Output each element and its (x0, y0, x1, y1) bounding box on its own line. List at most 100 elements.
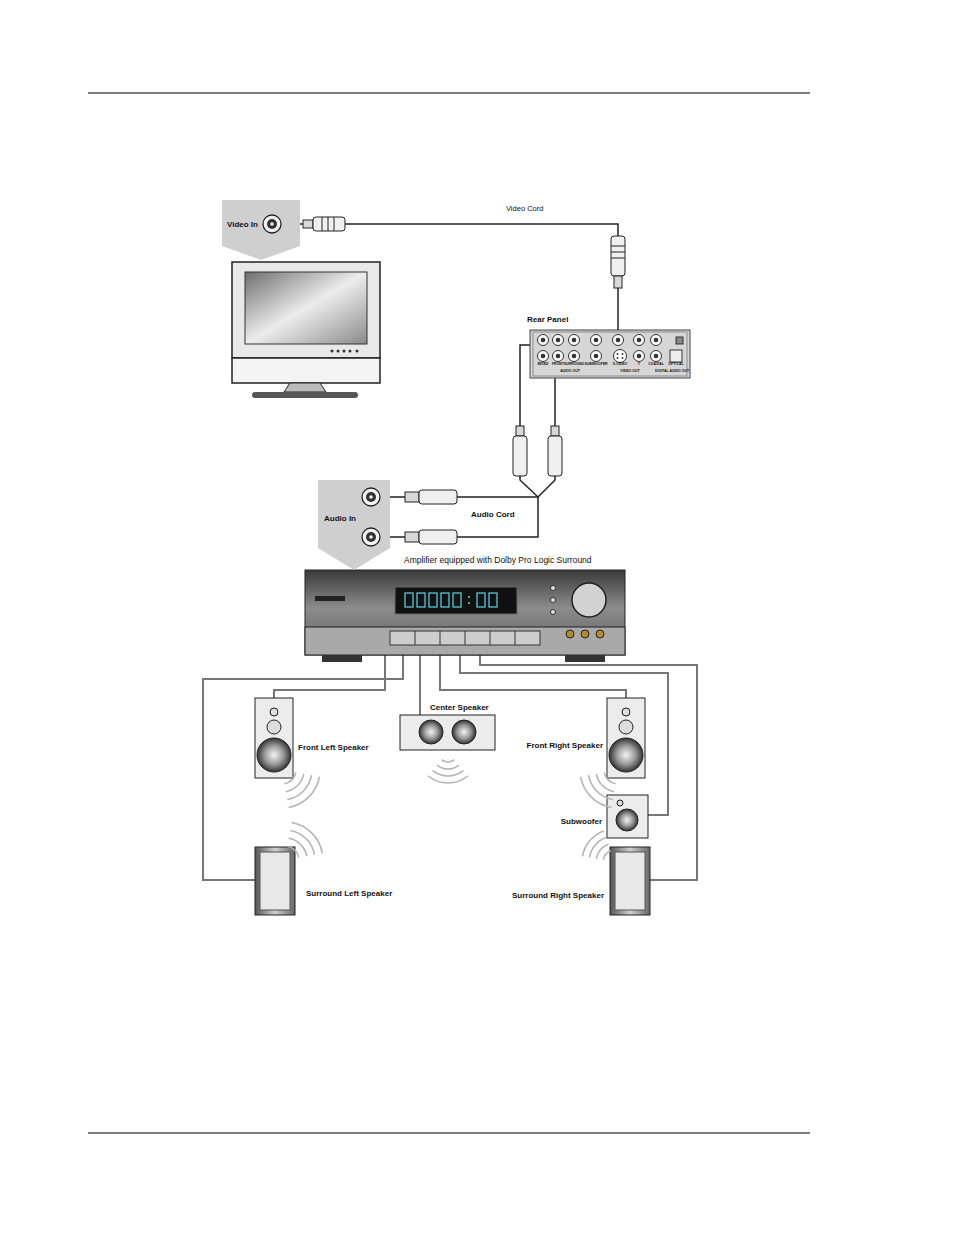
rear-panel (553, 335, 564, 346)
speaker-cabinet (260, 852, 290, 910)
sound-wave (604, 772, 615, 783)
audio-plug (548, 436, 562, 476)
input-jack (369, 535, 373, 539)
rear-panel (538, 335, 549, 346)
speaker-cabinet (270, 708, 278, 716)
amplifier (415, 631, 416, 645)
amplifier (453, 593, 461, 607)
video-plug (611, 258, 625, 259)
audio-plug (405, 492, 419, 502)
input-jack (267, 219, 277, 229)
input-jack (362, 528, 380, 546)
sound-wave (428, 776, 468, 783)
page-rule (88, 93, 810, 1133)
speaker-cabinet (607, 698, 645, 778)
amplifier: Amplifier equipped with Dolby Pro Logic … (305, 570, 625, 655)
amplifier (468, 596, 470, 598)
video-plug (334, 217, 335, 231)
page-rule (88, 93, 810, 94)
node-label: Front Right Speaker (527, 741, 603, 750)
input-jack (369, 495, 373, 499)
television (232, 262, 380, 398)
input-jack (263, 215, 281, 233)
rear-panel (637, 354, 642, 359)
jack-label: SUBWOOFER (584, 363, 607, 367)
speaker-cabinet (617, 800, 623, 806)
video-plug (303, 217, 625, 288)
rear-panel (670, 350, 682, 362)
audio-cord (390, 345, 538, 537)
rear-panel (614, 350, 627, 363)
sound-wave (287, 846, 298, 857)
amplifier (305, 627, 625, 655)
speaker-cabinet (257, 738, 291, 772)
rear-panel (569, 351, 580, 362)
speaker-wire (419, 655, 421, 715)
video-plug (303, 220, 313, 228)
video-plug (322, 217, 323, 231)
sound-wave (289, 838, 307, 856)
audio-plug (516, 426, 524, 436)
sound-wave (287, 775, 311, 799)
amplifier (551, 610, 556, 615)
rear-panel (541, 338, 546, 343)
audio-plug (513, 436, 527, 476)
rear-panel (530, 330, 690, 378)
amplifier (489, 593, 497, 607)
rear-panel (676, 337, 683, 344)
node-label: Subwoofer (561, 817, 602, 826)
television (232, 262, 380, 358)
sound-wave (284, 772, 295, 783)
rear-panel (637, 338, 642, 343)
rear-panel (538, 351, 549, 362)
audio-cord (520, 345, 538, 497)
subwoofer: Subwoofer (607, 795, 648, 838)
rear-panel (613, 335, 624, 346)
amplifier (572, 583, 606, 617)
node-label: Surround Left Speaker (306, 889, 392, 898)
rear-panel (634, 335, 645, 346)
cord-label: Audio Cord (470, 511, 516, 520)
node-label: Front Left Speaker (298, 743, 369, 752)
input-jack (366, 492, 376, 502)
rear-panel (622, 357, 624, 359)
television (252, 392, 358, 398)
rear-panel (569, 335, 580, 346)
rear-panel (553, 351, 564, 362)
callout-outline (222, 200, 300, 260)
input-jack (362, 488, 380, 506)
jack-label: Y (638, 363, 640, 367)
sound-wave (437, 765, 459, 769)
speaker-cabinet (452, 720, 476, 744)
amplifier (417, 593, 425, 607)
jack-label: AUDIO OUT (560, 370, 580, 374)
rear-panel (654, 354, 659, 359)
audio-plug (405, 426, 562, 544)
sound-wave (589, 838, 606, 858)
speaker-cabinet (622, 708, 630, 716)
rear-panel (617, 353, 619, 355)
speaker-cabinet (255, 698, 650, 915)
page-rule (88, 1133, 810, 1134)
speaker-wire (480, 655, 697, 880)
speaker-cabinet (419, 720, 443, 744)
amplifier (305, 570, 625, 662)
sound-wave (596, 844, 608, 859)
node-label: Center Speaker (430, 703, 489, 712)
video-plug (611, 252, 625, 253)
amplifier (429, 593, 437, 607)
jack-label: SURROUND (564, 363, 584, 367)
rear-panel (617, 357, 619, 359)
jack-label: MIXED (537, 363, 548, 367)
rear-panel (556, 354, 561, 359)
rear-panel (530, 330, 690, 378)
input-jack (270, 222, 274, 226)
jack-label: FRONT (552, 363, 564, 367)
video-plug (614, 276, 622, 288)
speaker-wire (440, 655, 626, 698)
input-jack (366, 532, 376, 542)
speaker: Front Left Speaker (255, 698, 293, 778)
